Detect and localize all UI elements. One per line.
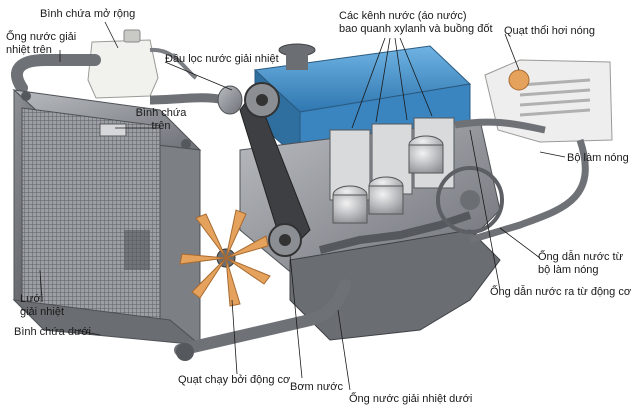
label-upper-hose-line2: nhiệt trên xyxy=(6,44,52,56)
heater-outlet-hose xyxy=(454,118,546,134)
leader-lines xyxy=(39,21,566,391)
leader-heater xyxy=(539,151,566,158)
leader-heater-return xyxy=(499,227,541,259)
lower-radiator-hose xyxy=(174,279,351,356)
radiator xyxy=(12,88,202,346)
label-water-pump: Bơm nước xyxy=(290,381,343,393)
leader-jacket-1 xyxy=(351,37,386,129)
filter-hose xyxy=(149,93,226,105)
engine-block xyxy=(239,43,504,341)
leader-jacket-4 xyxy=(399,37,433,117)
heater-return-hose xyxy=(468,138,589,244)
label-upper-tank-line2: trên xyxy=(151,120,171,132)
label-expansion-tank: Bình chứa mở rộng xyxy=(40,8,136,20)
label-radiator-mesh-line2: giải nhiệt xyxy=(20,306,65,318)
label-heater: Bộ làm nóng xyxy=(567,152,629,164)
leader-lower-hose xyxy=(337,309,351,391)
leader-lower-tank xyxy=(74,329,101,336)
engine-fan xyxy=(179,209,271,307)
label-engine-fan: Quạt chạy bởi động cơ xyxy=(178,374,291,386)
leader-expansion-tank xyxy=(104,21,119,49)
label-lower-tank: Bình chứa dưới xyxy=(14,326,91,338)
label-radiator-mesh-line1: Lưới xyxy=(20,293,44,305)
label-water-jacket-line2: bao quanh xylanh và buồng đốt xyxy=(339,23,493,35)
leader-mesh xyxy=(39,269,43,301)
leader-fan xyxy=(231,299,238,375)
label-engine-outlet: Ống dẫn nước ra từ động cơ xyxy=(490,286,632,298)
leader-heater-fan xyxy=(504,33,520,71)
leader-engine-outlet xyxy=(469,129,501,291)
timing-belt xyxy=(239,82,311,257)
leader-jacket-3 xyxy=(394,37,408,121)
leader-filter xyxy=(164,61,233,91)
leader-pump xyxy=(289,254,303,379)
label-coolant-filter: Đầu lọc nước giải nhiệt xyxy=(165,53,279,65)
label-heater-return-line2: bộ làm nóng xyxy=(538,264,599,276)
heater-core xyxy=(484,59,613,143)
label-upper-tank-line1: Bình chứa xyxy=(135,107,187,119)
coolant-filter xyxy=(217,85,243,115)
label-lower-hose: Ống nước giải nhiệt dưới xyxy=(349,393,473,405)
label-upper-hose-line1: Ống nước giải xyxy=(6,31,77,43)
label-heater-return-line1: Ống dẫn nước từ xyxy=(538,251,623,263)
upper-radiator-hose xyxy=(11,54,101,94)
leader-jacket-2 xyxy=(375,37,391,123)
label-heater-fan: Quạt thổi hơi nóng xyxy=(504,25,595,37)
label-water-jacket-line1: Các kênh nước (áo nước) xyxy=(339,10,467,22)
